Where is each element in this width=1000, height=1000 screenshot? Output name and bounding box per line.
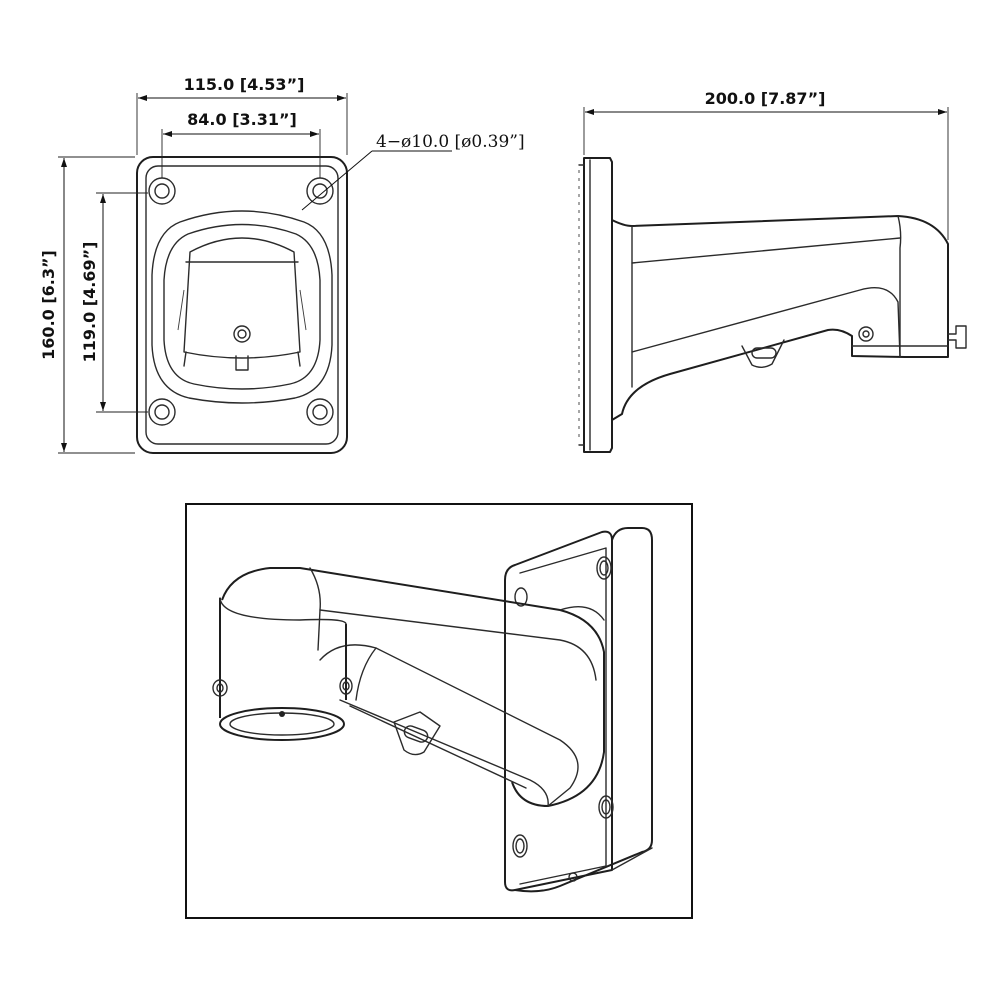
end-screw-icon xyxy=(947,325,967,349)
isometric-view xyxy=(185,503,693,919)
arm-base-outer xyxy=(151,210,333,404)
iso-screw-right-icon xyxy=(339,677,353,695)
mounting-hole-top-right xyxy=(306,177,334,205)
isometric-frame xyxy=(185,503,693,919)
dim-hole-spacing-y: 119.0 [4.69”] xyxy=(80,242,99,363)
dim-arm-length: 200.0 [7.87”] xyxy=(705,89,826,108)
hole-callout-leader xyxy=(301,150,373,211)
safety-lanyard-tab xyxy=(235,355,249,371)
iso-wall-plate-front xyxy=(504,530,613,892)
dim-hole-spacing-x: 84.0 [3.31”] xyxy=(187,110,297,129)
hole-callout: 4−ø10.0 [ø0.39”] xyxy=(376,132,525,152)
side-view: 200.0 [7.87”] xyxy=(578,89,967,453)
mounting-hole-top-left xyxy=(148,177,176,205)
iso-ring-pin xyxy=(279,711,285,717)
iso-hole-bottom-right xyxy=(598,795,614,819)
iso-mount-ring-outer xyxy=(219,707,345,741)
iso-wall-plate-side xyxy=(514,527,653,893)
iso-arm-underside xyxy=(319,644,579,807)
iso-arm-top xyxy=(221,567,605,807)
set-screw-icon xyxy=(233,325,251,343)
iso-lanyard-clip xyxy=(393,711,441,756)
iso-hole-top-left xyxy=(514,587,528,607)
iso-hole-bottom-left xyxy=(512,834,528,858)
dim-top-width: 115.0 [4.53”] xyxy=(184,75,305,94)
mounting-hole-bottom-left xyxy=(148,398,176,426)
arm-base-inner xyxy=(163,223,321,390)
side-wall-plate xyxy=(583,157,613,453)
dim-total-height: 160.0 [6.3”] xyxy=(39,250,58,360)
iso-mount-cylinder xyxy=(219,598,347,718)
front-view: 115.0 [4.53”] 84.0 [3.31”] 4−ø10.0 [ø0.3… xyxy=(39,75,525,454)
side-arm xyxy=(611,215,949,421)
wall-plate-inner-edge xyxy=(145,165,339,445)
iso-hole-top-right xyxy=(596,556,612,580)
iso-screw-left-icon xyxy=(212,679,228,697)
arm-profile xyxy=(183,237,301,359)
wall-plate-outline xyxy=(136,156,348,454)
side-lanyard-clip xyxy=(741,339,785,368)
mounting-hole-bottom-right xyxy=(306,398,334,426)
side-screw-icon xyxy=(858,326,874,342)
